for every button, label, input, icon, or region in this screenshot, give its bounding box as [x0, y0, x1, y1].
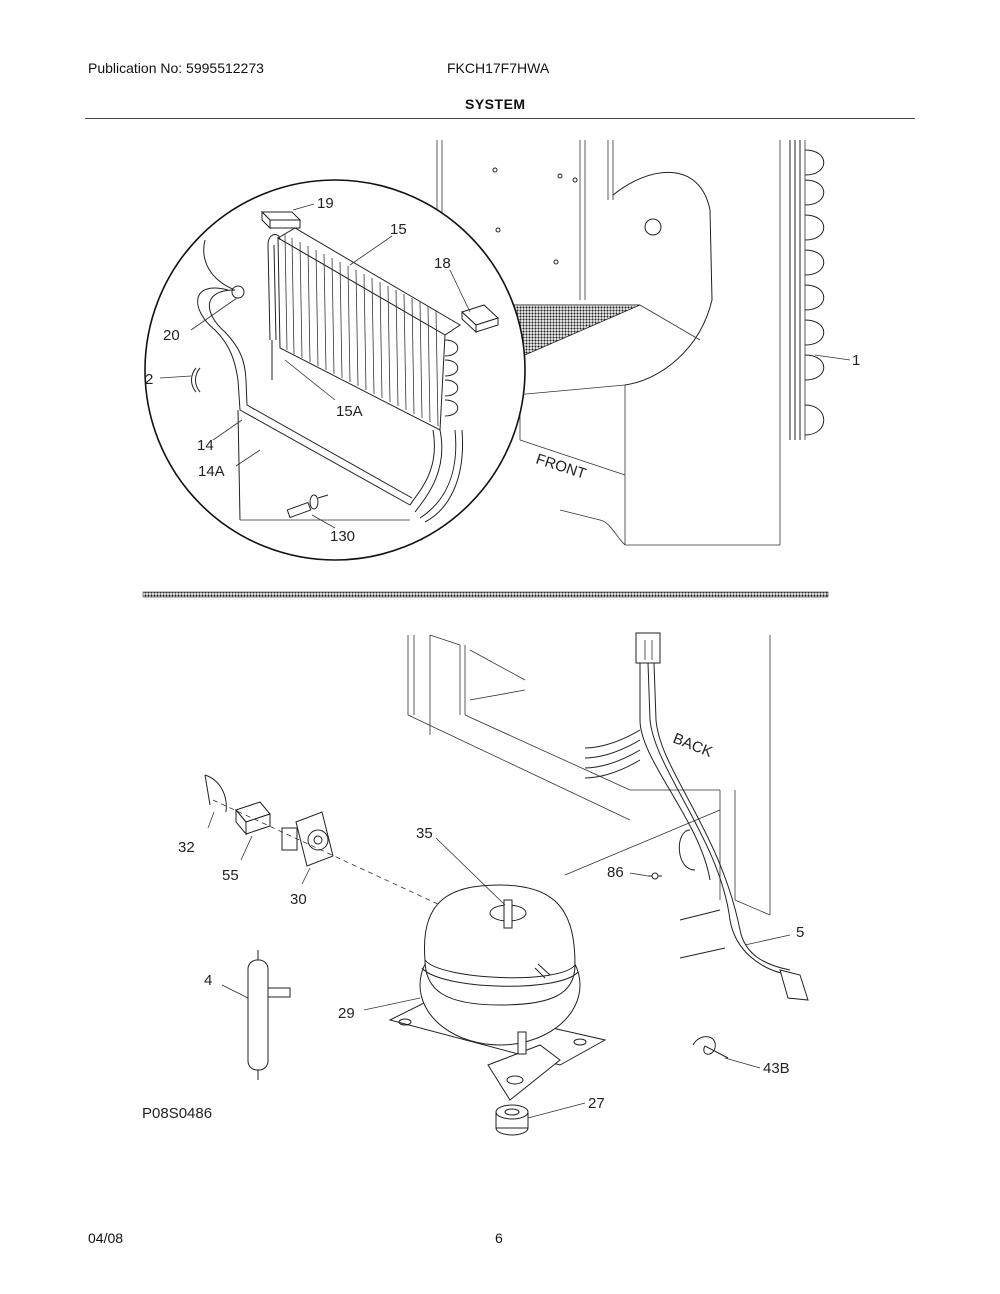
- model-number: FKCH17F7HWA: [447, 60, 550, 76]
- callout-5: 5: [796, 924, 804, 941]
- callout-19: 19: [317, 195, 334, 212]
- callout-2: 2: [145, 371, 153, 388]
- callout-130: 130: [330, 528, 355, 545]
- footer-date: 04/08: [88, 1230, 124, 1246]
- callout-20: 20: [163, 327, 180, 344]
- callout-27: 27: [588, 1095, 605, 1112]
- callout-86: 86: [607, 864, 624, 881]
- callout-1: 1: [852, 352, 860, 369]
- callout-14a: 14A: [198, 463, 225, 480]
- top-callouts: 19 15 18 20 2 15A 14 14A 130 1: [145, 195, 860, 545]
- cord-clip: [692, 1036, 729, 1059]
- bottom-callouts: 32 55 30 35 86 5 4 29 43B 27 P08S0486: [142, 825, 804, 1122]
- page-number: 6: [495, 1230, 503, 1246]
- cabinet-bottom-view: BACK: [407, 634, 771, 916]
- callout-32: 32: [178, 839, 195, 856]
- bottom-leaders: [207, 811, 791, 1119]
- callout-15a: 15A: [336, 403, 363, 420]
- front-label: FRONT: [534, 451, 588, 483]
- section-divider: [142, 591, 829, 598]
- callout-18: 18: [434, 255, 451, 272]
- relay-assembly: [204, 774, 441, 906]
- callout-29: 29: [338, 1005, 355, 1022]
- back-label: BACK: [671, 730, 715, 761]
- header-rule: [85, 118, 915, 119]
- publication-number: Publication No: 5995512273: [88, 60, 264, 76]
- callout-43b: 43B: [763, 1060, 790, 1077]
- callout-30: 30: [290, 891, 307, 908]
- callout-15: 15: [390, 221, 407, 238]
- callout-4: 4: [204, 972, 212, 989]
- callout-35: 35: [416, 825, 433, 842]
- top-leaders: [159, 203, 851, 529]
- compressor: [388, 884, 607, 1101]
- filter-drier: [247, 950, 291, 1080]
- evaporator-detail: [191, 210, 499, 523]
- section-title: SYSTEM: [465, 96, 526, 112]
- callout-55: 55: [222, 867, 239, 884]
- grommet: [495, 1104, 529, 1136]
- drawing-id: P08S0486: [142, 1105, 212, 1122]
- power-cord-assembly: [584, 632, 809, 1001]
- callout-14: 14: [197, 437, 214, 454]
